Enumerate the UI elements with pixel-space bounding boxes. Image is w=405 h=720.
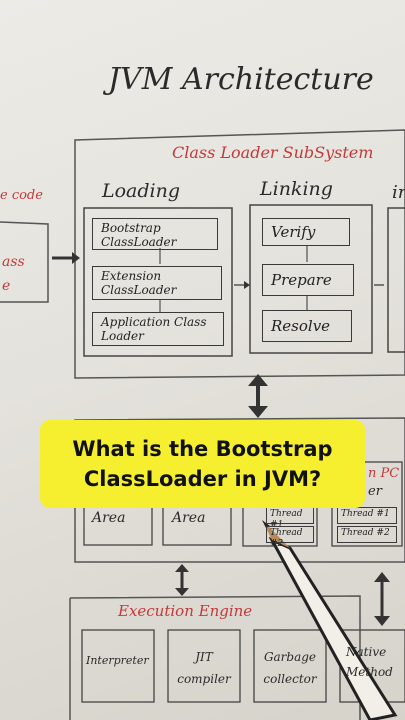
left-box-line-2: e [2, 278, 11, 294]
verify-box: Verify [262, 218, 350, 246]
banner-line-1: What is the Bootstrap [72, 437, 333, 461]
extension-classloader-box: Extension ClassLoader [92, 266, 222, 300]
native-method-box: Native Method [346, 645, 393, 679]
loading-label: Loading [102, 180, 181, 202]
interpreter-box: Interpreter [86, 654, 149, 667]
pc-register-partial-bottom: er [368, 484, 382, 499]
jit-compiler-box: JIT compiler [177, 650, 231, 686]
thread-cell-1: Thread #1 [266, 507, 314, 530]
pc-register-partial-top: n PC [368, 466, 400, 481]
thread-cell-2: Thread #1 [337, 507, 397, 524]
class-loader-subsystem-label: Class Loader SubSystem [172, 143, 374, 162]
bootstrap-classloader-box: Bootstrap ClassLoader [92, 218, 218, 250]
garbage-collector-box: Garbage collector [263, 650, 317, 686]
thread-cell-4: Thread #2 [337, 526, 397, 543]
runtime-area-cell-1: Area [92, 510, 126, 526]
application-classloader-box: Application Class Loader [92, 312, 224, 346]
runtime-area-cell-2: Area [172, 510, 206, 526]
left-box-top-label: e code [0, 188, 43, 203]
execution-engine-label: Execution Engine [118, 602, 253, 620]
linking-label: Linking [260, 178, 333, 200]
diagram-title: JVM Architecture [108, 62, 374, 97]
banner-line-2: ClassLoader in JVM? [83, 467, 322, 491]
question-banner: What is the Bootstrap ClassLoader in JVM… [40, 420, 365, 508]
prepare-box: Prepare [262, 264, 354, 296]
initialization-partial-label: in [392, 182, 405, 203]
left-box-line-1: ass [2, 254, 25, 270]
thread-cell-3: Thread #2 [266, 526, 314, 549]
pencil-icon [262, 520, 398, 720]
resolve-box: Resolve [262, 310, 352, 342]
